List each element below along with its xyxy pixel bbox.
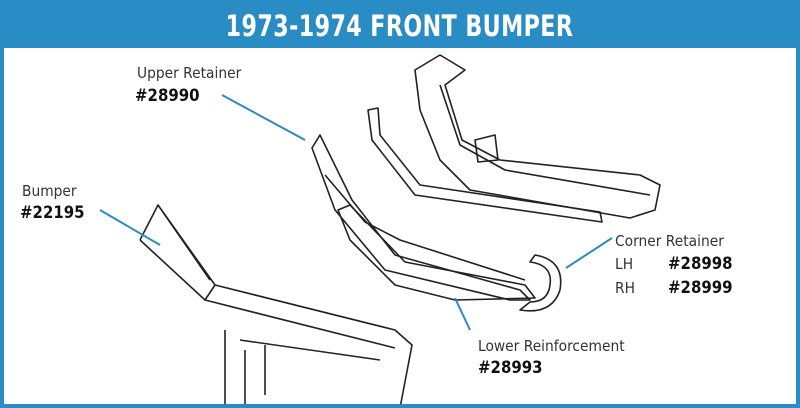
top-section-part: [414, 54, 661, 219]
corner-retainer-part: [519, 254, 562, 312]
bumper-label: Bumper: [22, 182, 77, 200]
corner-retainer-leader: [565, 237, 613, 269]
lower-reinforcement-label: Lower Reinforcement: [478, 337, 625, 355]
corner-retainer-lh-label: LH: [615, 255, 634, 273]
upper-retainer-part: [311, 134, 531, 301]
rail-part: [367, 107, 603, 223]
bumper-leader: [99, 209, 161, 246]
lower-reinforcement-part: [337, 204, 536, 301]
upper-retainer-leader: [221, 94, 306, 141]
corner-retainer-rh-label: RH: [615, 279, 635, 297]
corner-retainer-lh-number: #28998: [668, 254, 733, 274]
corner-retainer-rh-number: #28999: [668, 278, 733, 298]
lower-reinforcement-leader: [454, 297, 471, 331]
lower-reinforcement-number: #28993: [478, 358, 543, 378]
upper-retainer-number: #28990: [135, 86, 200, 106]
diagram-title: 1973-1974 FRONT BUMPER: [226, 9, 574, 43]
bumper-number: #22195: [20, 203, 85, 223]
corner-retainer-label: Corner Retainer: [615, 232, 724, 250]
title-bar: 1973-1974 FRONT BUMPER: [4, 4, 796, 48]
bumper-part: [139, 204, 413, 404]
upper-retainer-label: Upper Retainer: [137, 64, 242, 82]
